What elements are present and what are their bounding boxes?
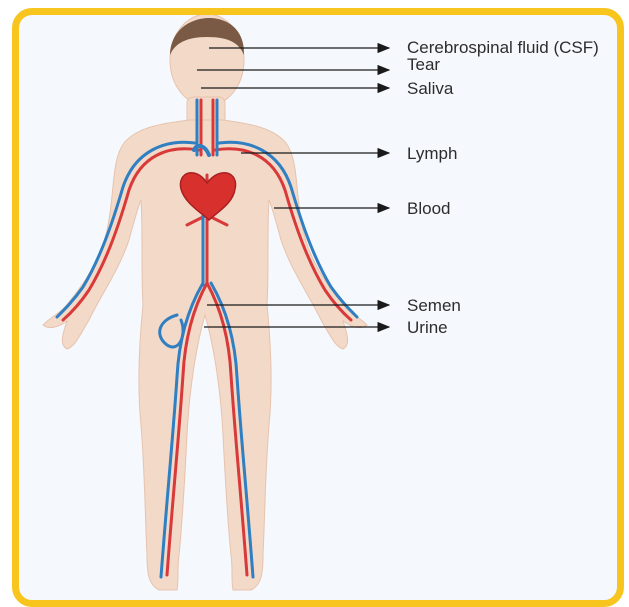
body-silhouette — [43, 15, 367, 590]
label-tear: Tear — [407, 56, 440, 73]
label-lymph: Lymph — [407, 145, 457, 162]
body-diagram — [19, 15, 617, 600]
diagram-frame: Cerebrospinal fluid (CSF) Tear Saliva Ly… — [12, 8, 624, 607]
label-csf: Cerebrospinal fluid (CSF) — [407, 39, 599, 56]
label-urine: Urine — [407, 319, 448, 336]
label-saliva: Saliva — [407, 80, 453, 97]
label-semen: Semen — [407, 297, 461, 314]
label-blood: Blood — [407, 200, 450, 217]
